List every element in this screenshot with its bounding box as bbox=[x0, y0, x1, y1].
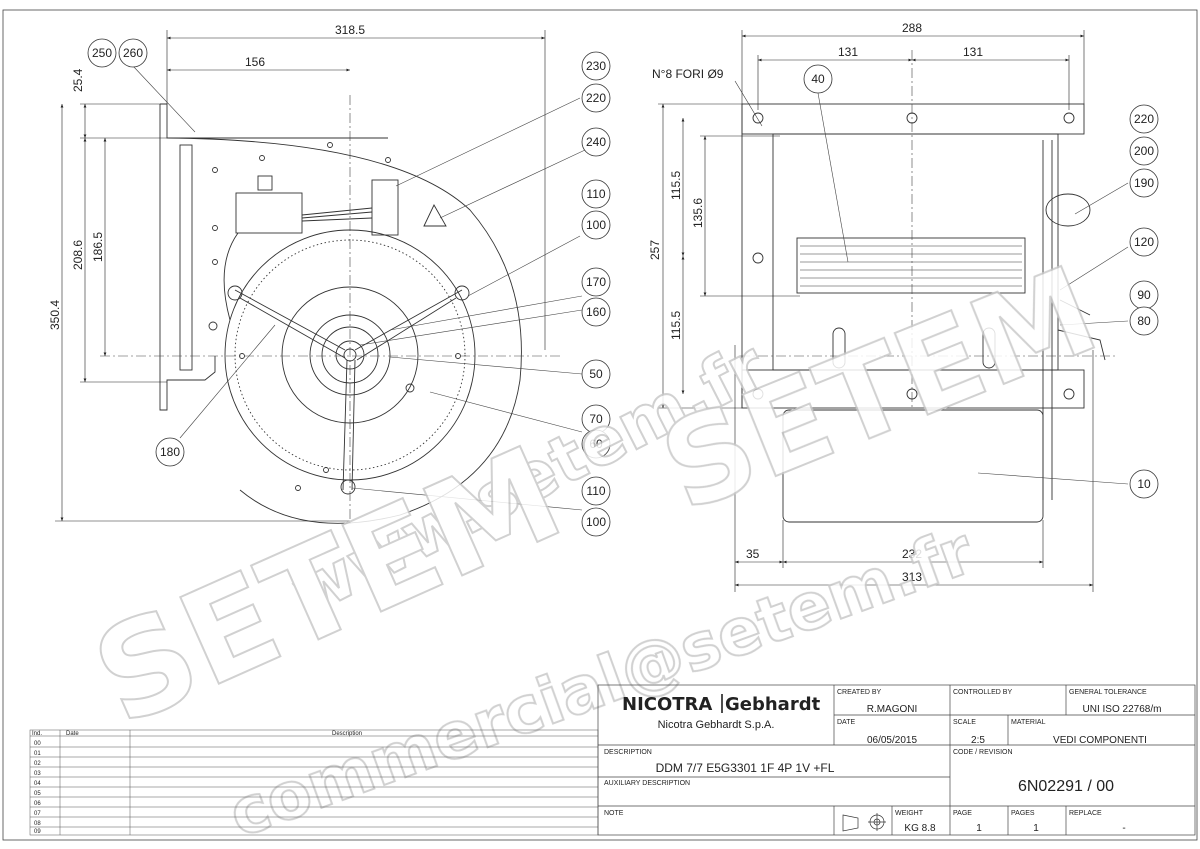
rev-row-06: 06 bbox=[34, 801, 41, 807]
rev-row-02: 02 bbox=[34, 761, 41, 767]
general-tolerance-value: UNI ISO 22768/m bbox=[1083, 704, 1162, 715]
created-by-label: CREATED BY bbox=[837, 689, 882, 696]
brand-logo-right: Gebhardt bbox=[725, 694, 821, 715]
dim-front-h-total: 350.4 bbox=[48, 300, 62, 330]
dim-side-upper: 115.5 bbox=[669, 171, 683, 200]
scale-label: SCALE bbox=[953, 719, 976, 726]
balloon-230: 230 bbox=[586, 59, 606, 73]
balloon-60: 60 bbox=[589, 437, 603, 451]
balloon-220: 220 bbox=[586, 91, 606, 105]
weight-label: WEIGHT bbox=[895, 810, 924, 817]
balloon-70: 70 bbox=[589, 412, 603, 426]
pages-label: PAGES bbox=[1011, 810, 1035, 817]
front-balloons: 250 260 230 220 240 110 100 170 160 50 7… bbox=[87, 38, 611, 537]
projection-symbol-icon bbox=[842, 813, 886, 832]
balloon-250: 250 bbox=[92, 46, 112, 60]
rev-row-04: 04 bbox=[34, 781, 41, 787]
dim-side-total-width: 313 bbox=[902, 570, 922, 584]
balloon-120: 120 bbox=[1134, 235, 1154, 249]
rev-row-09: 09 bbox=[34, 829, 41, 835]
description-value: DDM 7/7 E5G3301 1F 4P 1V +FL bbox=[656, 761, 835, 775]
rev-header-ind: Ind. bbox=[32, 731, 42, 737]
sheet-border bbox=[2, 9, 1198, 841]
balloon-220-side: 220 bbox=[1134, 112, 1154, 126]
holes-note: N°8 FORI Ø9 bbox=[652, 67, 724, 81]
rev-header-desc: Description bbox=[332, 731, 362, 737]
code-label: CODE / REVISION bbox=[953, 749, 1013, 756]
dim-front-width: 318.5 bbox=[335, 23, 365, 37]
brand-logo-left: NICOTRA bbox=[622, 694, 712, 715]
balloon-240: 240 bbox=[586, 135, 606, 149]
watermark-layer: www.setem.fr SETEM SETEM commercial@sete… bbox=[72, 240, 1116, 849]
scale-value: 2:5 bbox=[971, 735, 985, 746]
side-centerlines bbox=[740, 50, 1115, 410]
front-centerlines bbox=[100, 95, 560, 525]
dim-side-width: 288 bbox=[902, 21, 922, 35]
side-view bbox=[741, 103, 1106, 523]
page-value: 1 bbox=[976, 823, 982, 834]
general-tolerance-label: GENERAL TOLERANCE bbox=[1069, 689, 1147, 696]
created-by-value: R.MAGONI bbox=[867, 704, 918, 715]
dim-front-h-b: 186.5 bbox=[91, 232, 105, 262]
rev-header-date: Date bbox=[66, 731, 79, 737]
dim-front-top: 25.4 bbox=[71, 68, 85, 92]
balloon-100b: 100 bbox=[586, 515, 606, 529]
dim-front-h-a: 208.6 bbox=[71, 240, 85, 270]
material-label: MATERIAL bbox=[1011, 719, 1046, 726]
pages-value: 1 bbox=[1033, 823, 1039, 834]
description-label: DESCRIPTION bbox=[604, 749, 652, 756]
title-block-text: NICOTRA Gebhardt Nicotra Gebhardt S.p.A.… bbox=[604, 689, 1161, 834]
balloon-40: 40 bbox=[811, 72, 825, 86]
weight-value: KG 8.8 bbox=[904, 823, 936, 834]
rev-row-08: 08 bbox=[34, 821, 41, 827]
title-block bbox=[597, 684, 1196, 836]
revision-table bbox=[29, 729, 599, 836]
front-dim-labels: 318.5 156 25.4 208.6 186.5 350.4 bbox=[48, 23, 365, 330]
rev-row-00: 00 bbox=[34, 741, 41, 747]
balloon-100: 100 bbox=[586, 218, 606, 232]
balloon-90: 90 bbox=[1137, 288, 1151, 302]
balloon-180: 180 bbox=[160, 445, 180, 459]
rev-row-05: 05 bbox=[34, 791, 41, 797]
balloon-200: 200 bbox=[1134, 144, 1154, 158]
side-dimensions bbox=[658, 30, 1094, 592]
dim-side-inner-width: 232 bbox=[902, 547, 922, 561]
front-dimensions bbox=[55, 30, 546, 522]
replace-label: REPLACE bbox=[1069, 810, 1102, 817]
company-name: Nicotra Gebhardt S.p.A. bbox=[658, 719, 775, 731]
code-value: 6N02291 / 00 bbox=[1018, 778, 1114, 795]
balloon-260: 260 bbox=[123, 46, 143, 60]
revision-table-text: Ind. Date Description 00 01 02 03 04 05 … bbox=[32, 731, 362, 835]
rev-row-07: 07 bbox=[34, 811, 41, 817]
dim-side-pitch-left: 131 bbox=[838, 45, 858, 59]
balloon-170: 170 bbox=[586, 275, 606, 289]
note-label: NOTE bbox=[604, 810, 624, 817]
dim-side-offset: 35 bbox=[746, 547, 760, 561]
balloon-160: 160 bbox=[586, 305, 606, 319]
balloon-80: 80 bbox=[1137, 314, 1151, 328]
side-dim-labels: 288 131 131 257 115.5 135.6 115.5 35 232… bbox=[648, 21, 983, 584]
date-value: 06/05/2015 bbox=[867, 735, 917, 746]
replace-value: - bbox=[1122, 823, 1125, 834]
rev-row-01: 01 bbox=[34, 751, 41, 757]
balloon-110b: 110 bbox=[586, 484, 605, 498]
material-value: VEDI COMPONENTI bbox=[1053, 735, 1147, 746]
date-label: DATE bbox=[837, 719, 855, 726]
balloon-110: 110 bbox=[586, 187, 605, 201]
controlled-by-label: CONTROLLED BY bbox=[953, 689, 1012, 696]
dim-side-pitch-right: 131 bbox=[963, 45, 983, 59]
rev-row-03: 03 bbox=[34, 771, 41, 777]
dim-side-inner: 135.6 bbox=[691, 198, 705, 228]
balloon-10: 10 bbox=[1137, 477, 1151, 491]
page-label: PAGE bbox=[953, 810, 972, 817]
aux-description-label: AUXILIARY DESCRIPTION bbox=[604, 780, 690, 787]
side-balloons: 40 220 200 190 120 90 80 10 bbox=[803, 64, 1159, 499]
dim-side-lower: 115.5 bbox=[669, 311, 683, 340]
balloon-50: 50 bbox=[589, 367, 603, 381]
front-view bbox=[159, 103, 522, 524]
dim-front-half: 156 bbox=[245, 55, 265, 69]
dim-side-height: 257 bbox=[648, 240, 662, 260]
balloon-190: 190 bbox=[1134, 176, 1154, 190]
